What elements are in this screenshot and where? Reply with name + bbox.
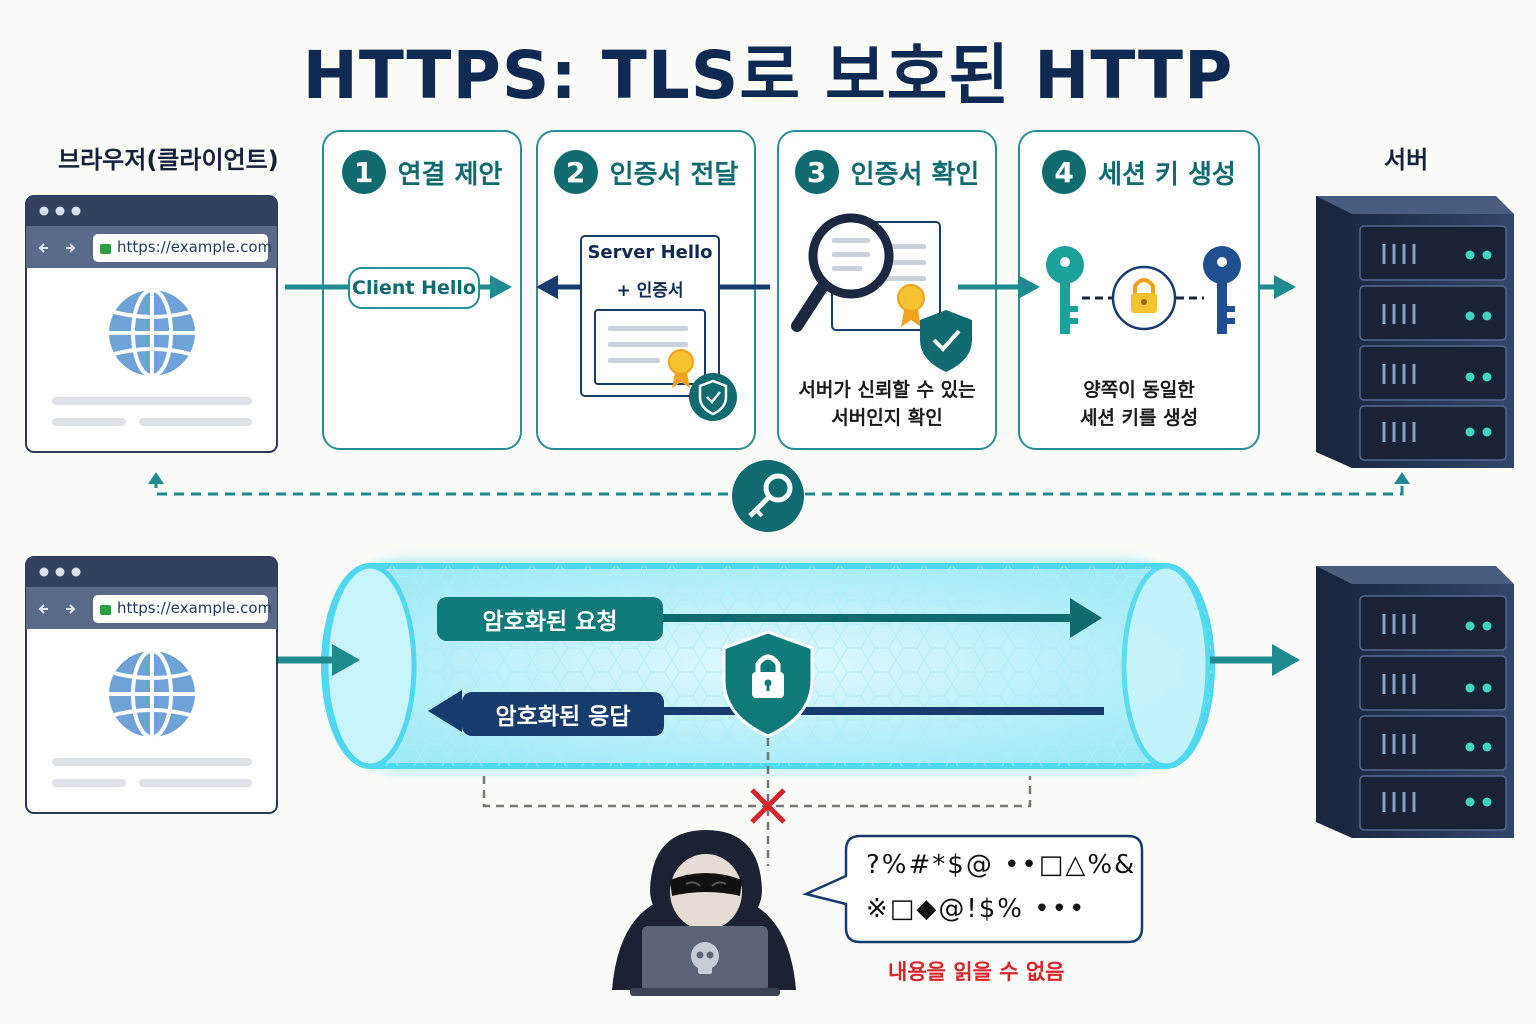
tunnel-arrows xyxy=(278,598,1300,732)
lock-icon xyxy=(100,244,111,254)
step-title: 인증서 전달 xyxy=(609,159,739,190)
shared-key-link xyxy=(148,460,1410,532)
encrypted-request-label: 암호화된 요청 xyxy=(437,597,663,641)
step-description-line-2: 서버인지 확인 xyxy=(831,407,943,429)
step-title: 세션 키 생성 xyxy=(1098,159,1236,190)
server-label: 서버 xyxy=(1384,146,1429,174)
browser-window-bottom xyxy=(25,556,278,814)
garbled-speech-bubble xyxy=(802,834,1144,944)
step-card-3: 3 인증서 확인 서버가 신뢰할 수 있는 서버인지 확인 xyxy=(777,130,997,450)
page-title: HTTPS: TLS로 보호된 HTTP xyxy=(302,37,1234,114)
unreadable-caption: 내용을 읽을 수 없음 xyxy=(888,960,1065,984)
step-number: 2 xyxy=(553,150,598,194)
step-card-4: 4 세션 키 생성 양쪽이 동일한 세션 키를 생성 xyxy=(1018,130,1260,450)
skull-icon xyxy=(691,942,719,974)
globe-icon xyxy=(109,288,195,378)
server-icon-top xyxy=(1316,196,1514,468)
step-description-line-1: 양쪽이 동일한 xyxy=(1083,379,1195,401)
browser-window-top xyxy=(25,195,278,453)
server-icon-bottom xyxy=(1316,566,1514,838)
garbled-text-line-2: ※□◆@!$% ••• xyxy=(866,894,1087,924)
step-description-line-2: 세션 키를 생성 xyxy=(1079,407,1199,429)
client-hello-badge: Client Hello xyxy=(348,267,480,309)
garbled-text-line-1: ?%#*$@ ••□△%& xyxy=(866,850,1137,880)
address-bar-bottom: https://example.com xyxy=(100,599,272,617)
step-number: 4 xyxy=(1042,150,1087,194)
step-title: 인증서 확인 xyxy=(850,159,980,190)
step-title: 연결 제안 xyxy=(397,159,503,190)
step-number: 3 xyxy=(794,150,839,194)
server-hello-label: Server Hello xyxy=(587,242,713,263)
eavesdrop-path xyxy=(482,738,1032,866)
key-badge-icon xyxy=(732,460,804,532)
url-text: https://example.com xyxy=(117,599,273,617)
tunnel-shield-lock-icon xyxy=(722,630,814,738)
certificate-label: + 인증서 xyxy=(616,281,684,301)
address-bar-top: https://example.com xyxy=(100,238,272,256)
step-number: 1 xyxy=(341,150,386,194)
hacker-figure xyxy=(612,830,796,996)
blocked-x-icon xyxy=(750,788,786,824)
lock-icon xyxy=(100,605,111,615)
url-text: https://example.com xyxy=(117,238,273,256)
client-label: 브라우저(클라이언트) xyxy=(58,146,279,174)
globe-icon xyxy=(109,649,195,739)
step-description-line-1: 서버가 신뢰할 수 있는 xyxy=(798,379,976,401)
encrypted-response-label: 암호화된 응답 xyxy=(462,692,664,736)
